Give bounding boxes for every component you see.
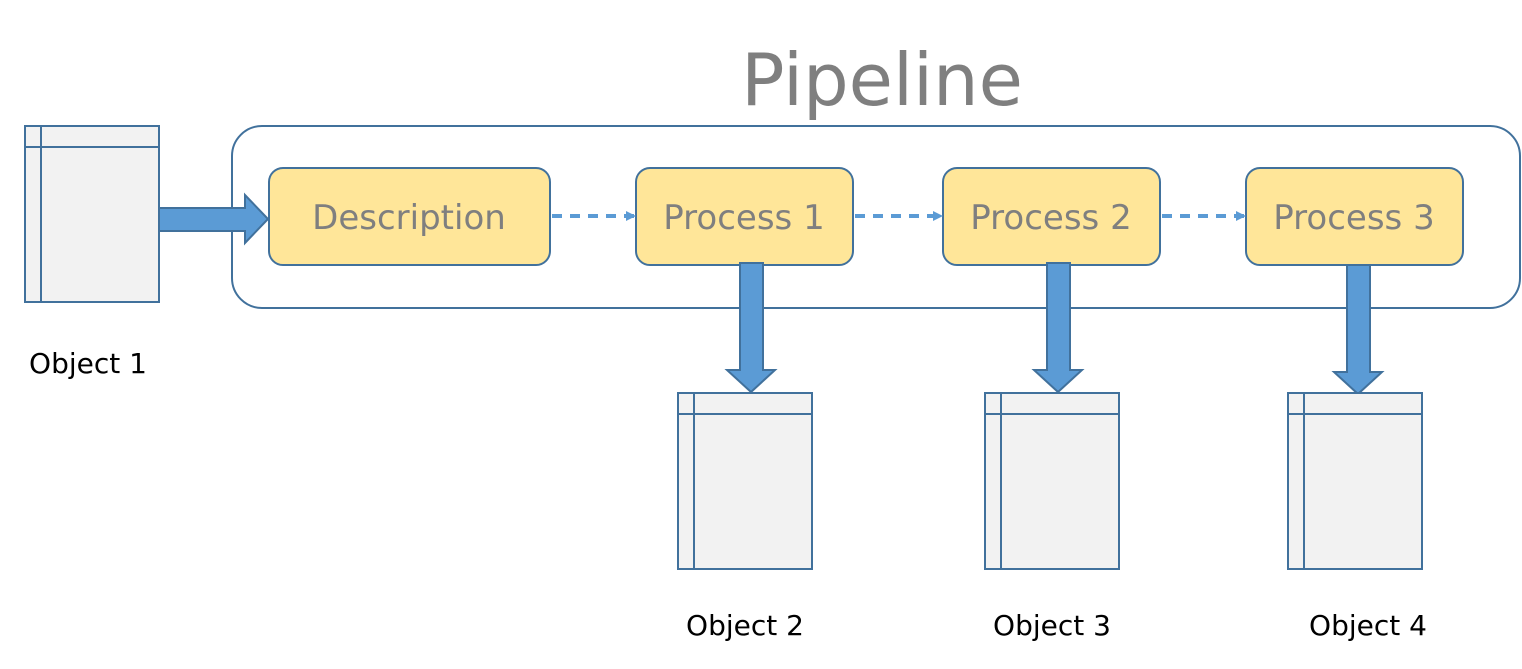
output-arrow-process-1: [724, 262, 778, 394]
stage-process-3: Process 3: [1245, 167, 1464, 266]
object-4-label: Object 4: [1309, 609, 1427, 642]
stage-process-1: Process 1: [635, 167, 854, 266]
object-2-document-icon: [677, 392, 813, 570]
stage-process-3-label: Process 3: [1273, 198, 1434, 238]
stage-description-label: Description: [312, 198, 506, 238]
diagram-title: Pipeline: [741, 38, 1023, 122]
object-2-label: Object 2: [686, 609, 804, 642]
object-1-label: Object 1: [29, 347, 147, 380]
output-arrow-process-3: [1331, 264, 1385, 396]
input-arrow: [158, 192, 270, 246]
output-arrow-process-2: [1031, 262, 1085, 394]
object-1-document-icon: [24, 125, 160, 303]
object-3-document-icon: [984, 392, 1120, 570]
object-3-label: Object 3: [993, 609, 1111, 642]
object-4-document-icon: [1287, 392, 1423, 570]
stage-process-1-label: Process 1: [663, 198, 824, 238]
stage-process-2: Process 2: [942, 167, 1161, 266]
stage-description: Description: [268, 167, 551, 266]
stage-process-2-label: Process 2: [970, 198, 1131, 238]
